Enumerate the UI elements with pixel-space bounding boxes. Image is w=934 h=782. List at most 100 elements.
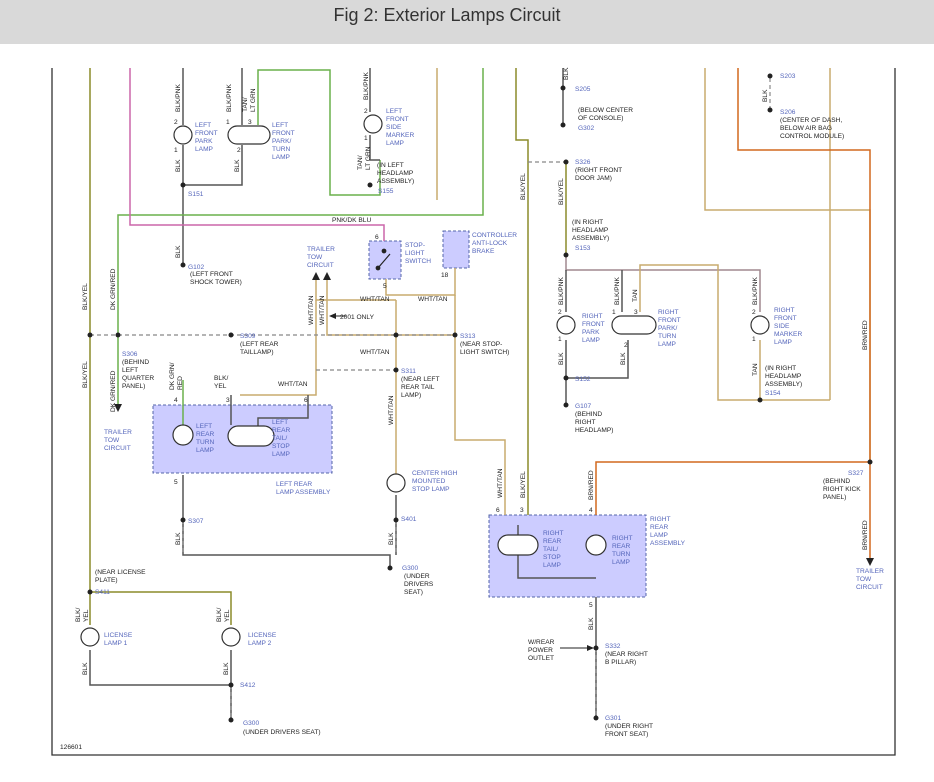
- splice-s152: [563, 375, 569, 381]
- pin-number: 2: [237, 147, 241, 154]
- wire-left-rear-gnd: [182, 475, 391, 568]
- wire-s327-to-lamp: [595, 461, 870, 515]
- splice-label: S206: [780, 109, 796, 116]
- lamp-right-front-park: [556, 315, 576, 335]
- wire-label: BLK: [762, 89, 769, 102]
- splice-label: S155: [378, 188, 394, 195]
- splice-label: S309: [240, 333, 256, 340]
- lamp-right-front-turn: [611, 315, 657, 335]
- lamp-license-1: [80, 627, 100, 647]
- wire-label: WHT/TAN: [497, 468, 504, 498]
- splice-g102: [180, 262, 186, 268]
- arrow-trailer-right: [866, 558, 874, 566]
- wire-label: BLK: [563, 67, 570, 80]
- wire-left-pink-rail: [129, 68, 385, 241]
- wire-label: BLK/PNK: [363, 72, 370, 100]
- wire-label: BLK/YEL: [216, 608, 231, 622]
- pin-number: 2: [364, 108, 368, 115]
- location-note: (NEAR STOP-LIGHT SWITCH): [460, 341, 509, 356]
- figure-number: 126601: [60, 744, 82, 751]
- pin-number: 1: [752, 336, 756, 343]
- splice-label: S411: [95, 589, 110, 596]
- splice-label: S205: [575, 86, 591, 93]
- wire-right-turn-tan: [639, 264, 830, 401]
- wire-label: BLK/PNK: [226, 84, 233, 112]
- lamp-left-front-park: [173, 125, 193, 145]
- location-note: (UNDER DRIVERS SEAT): [243, 729, 321, 736]
- wire-left-green-rail: [117, 68, 484, 335]
- wire-label: BLK/PNK: [175, 84, 182, 112]
- wire-label: BLK: [558, 352, 565, 365]
- wire-label: BLK: [388, 532, 395, 545]
- wire-label: DK GRN/RED: [110, 268, 117, 310]
- stop-switch-contact: [375, 248, 391, 271]
- page-title: Fig 2: Exterior Lamps Circuit: [333, 5, 561, 25]
- wire-label: BLK: [234, 159, 241, 172]
- splice-s205: [560, 85, 566, 91]
- pin-number: 6: [496, 507, 500, 514]
- wire-label: BLK/YEL: [520, 471, 527, 498]
- wire-label: BLK: [82, 662, 89, 675]
- splice-label: G300: [402, 565, 418, 572]
- splice-label: S154: [765, 390, 781, 397]
- splice-s313: [452, 332, 458, 338]
- splice-g300b: [228, 717, 234, 723]
- splice-s307: [180, 517, 186, 523]
- splice-label: S313: [460, 333, 476, 340]
- wire-label: BLK/YEL: [520, 173, 527, 200]
- wire-label: BLK/PNK: [614, 277, 621, 305]
- title-bar: Fig 2: Exterior Lamps Circuit: [0, 0, 934, 44]
- pin-number: 3: [634, 309, 638, 316]
- splice-label: G301: [605, 715, 621, 722]
- wire-s313-down: [454, 295, 506, 515]
- lamp-right-rear-tail: [497, 534, 539, 556]
- wire-brnred-rail: [737, 68, 871, 462]
- splice-s155: [367, 182, 373, 188]
- anti-lock-controller-box: [442, 230, 470, 269]
- wire-left-tail-stop: [257, 395, 309, 430]
- lamp-left-front-turn: [227, 125, 271, 145]
- wire-label: PNK/DK BLU: [332, 217, 371, 224]
- arrow-trailer-tow-b: [323, 272, 331, 280]
- splice-label: G302: [578, 125, 594, 132]
- wire-label: BLK/YEL: [82, 283, 89, 310]
- wire-license-feed: [90, 591, 232, 625]
- splice-g302: [560, 122, 566, 128]
- arrow-2001: [329, 313, 336, 319]
- splice-s203: [767, 73, 773, 79]
- wire-label: BLK: [223, 662, 230, 675]
- splice-s154: [757, 397, 763, 403]
- splice-s311: [393, 367, 399, 373]
- wire-label: BLK: [588, 617, 595, 630]
- wire-label: WHT/TAN: [360, 349, 390, 356]
- wire-label: WHT/TAN: [360, 296, 390, 303]
- lamp-left-rear-turn: [172, 424, 194, 446]
- splice-label: S326: [575, 159, 591, 166]
- wire-label: BLK/YEL: [214, 375, 228, 390]
- wire-license-gnd: [89, 650, 232, 686]
- wire-label: BLK: [175, 532, 182, 545]
- wire-left-front-turn-green: [257, 69, 381, 196]
- splice-s151: [180, 182, 186, 188]
- splice-s153: [563, 252, 569, 258]
- wire-wht-tan-left: [240, 300, 317, 396]
- splice-label: S327: [848, 470, 864, 477]
- lamp-left-side-marker: [363, 114, 383, 134]
